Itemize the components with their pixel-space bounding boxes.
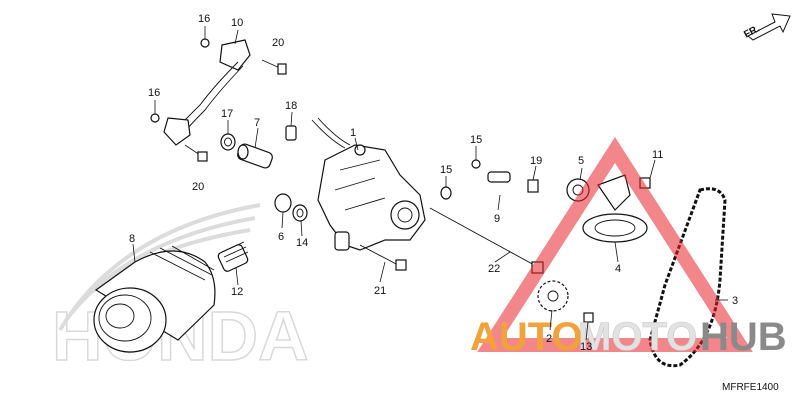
bolt-20-lower [184, 144, 208, 162]
bolt-22 [429, 207, 544, 274]
oil-pump-assembly [311, 117, 426, 251]
callout-20-upper: 20 [272, 37, 284, 49]
callout-11: 11 [652, 149, 663, 161]
o-ring-17 [220, 133, 236, 151]
callout-6: 6 [278, 231, 284, 243]
o-ring-6 [274, 193, 292, 213]
callout-18: 18 [285, 100, 297, 112]
callout-20-lower: 20 [192, 181, 204, 193]
bolt-19 [527, 179, 539, 193]
callout-16-lower: 16 [148, 87, 160, 99]
callout-15-upper: 15 [470, 134, 482, 146]
callout-9: 9 [494, 213, 500, 225]
callout-15-lower: 15 [440, 164, 452, 176]
callout-5: 5 [578, 155, 584, 167]
watermark-auto: AUTO [470, 315, 583, 359]
nut-16-upper [200, 38, 210, 48]
callout-17: 17 [221, 108, 233, 120]
callout-21: 21 [374, 285, 386, 297]
sprocket-2 [537, 280, 569, 312]
callout-16-upper: 16 [198, 13, 210, 25]
callout-4: 4 [615, 263, 621, 275]
callout-10: 10 [231, 17, 243, 29]
callout-1: 1 [350, 127, 356, 139]
washer-15-upper [471, 159, 481, 169]
washer-15-lower [440, 186, 452, 200]
callout-3: 3 [732, 295, 738, 307]
oil-pipe-9 [454, 171, 521, 202]
diagram-code: MFRFE1400 [722, 382, 779, 393]
front-direction-arrow: FR. [742, 13, 791, 41]
callout-labels: 1 2 3 4 5 6 7 8 9 10 11 12 13 14 15 15 1… [129, 13, 738, 353]
oil-pipe-stay [163, 39, 251, 146]
oil-filter [93, 245, 216, 353]
callout-19: 19 [530, 155, 542, 167]
watermark-hub: HUB [700, 315, 787, 359]
o-ring-14 [292, 204, 308, 222]
callout-12: 12 [231, 286, 243, 298]
drive-chain-3 [648, 187, 727, 368]
collar-7 [237, 143, 273, 169]
callout-14: 14 [296, 237, 308, 249]
oil-strainer-4 [582, 174, 648, 243]
filter-bolt [217, 241, 249, 272]
nut-16-lower [150, 113, 160, 123]
callout-2: 2 [546, 333, 552, 345]
callout-7: 7 [254, 117, 260, 129]
callout-leaders [132, 26, 728, 341]
callout-8: 8 [129, 233, 135, 245]
front-direction-label: FR. [742, 23, 762, 40]
bolt-21 [359, 244, 407, 271]
callout-13: 13 [580, 341, 592, 353]
dowel-pin-18 [285, 125, 297, 141]
watermark-moto: MOTO [578, 315, 697, 359]
bolt-13 [583, 312, 594, 323]
callout-22: 22 [488, 263, 500, 275]
bolt-20-upper [261, 59, 287, 75]
site-watermark: AUTO MOTO HUB [470, 137, 787, 359]
